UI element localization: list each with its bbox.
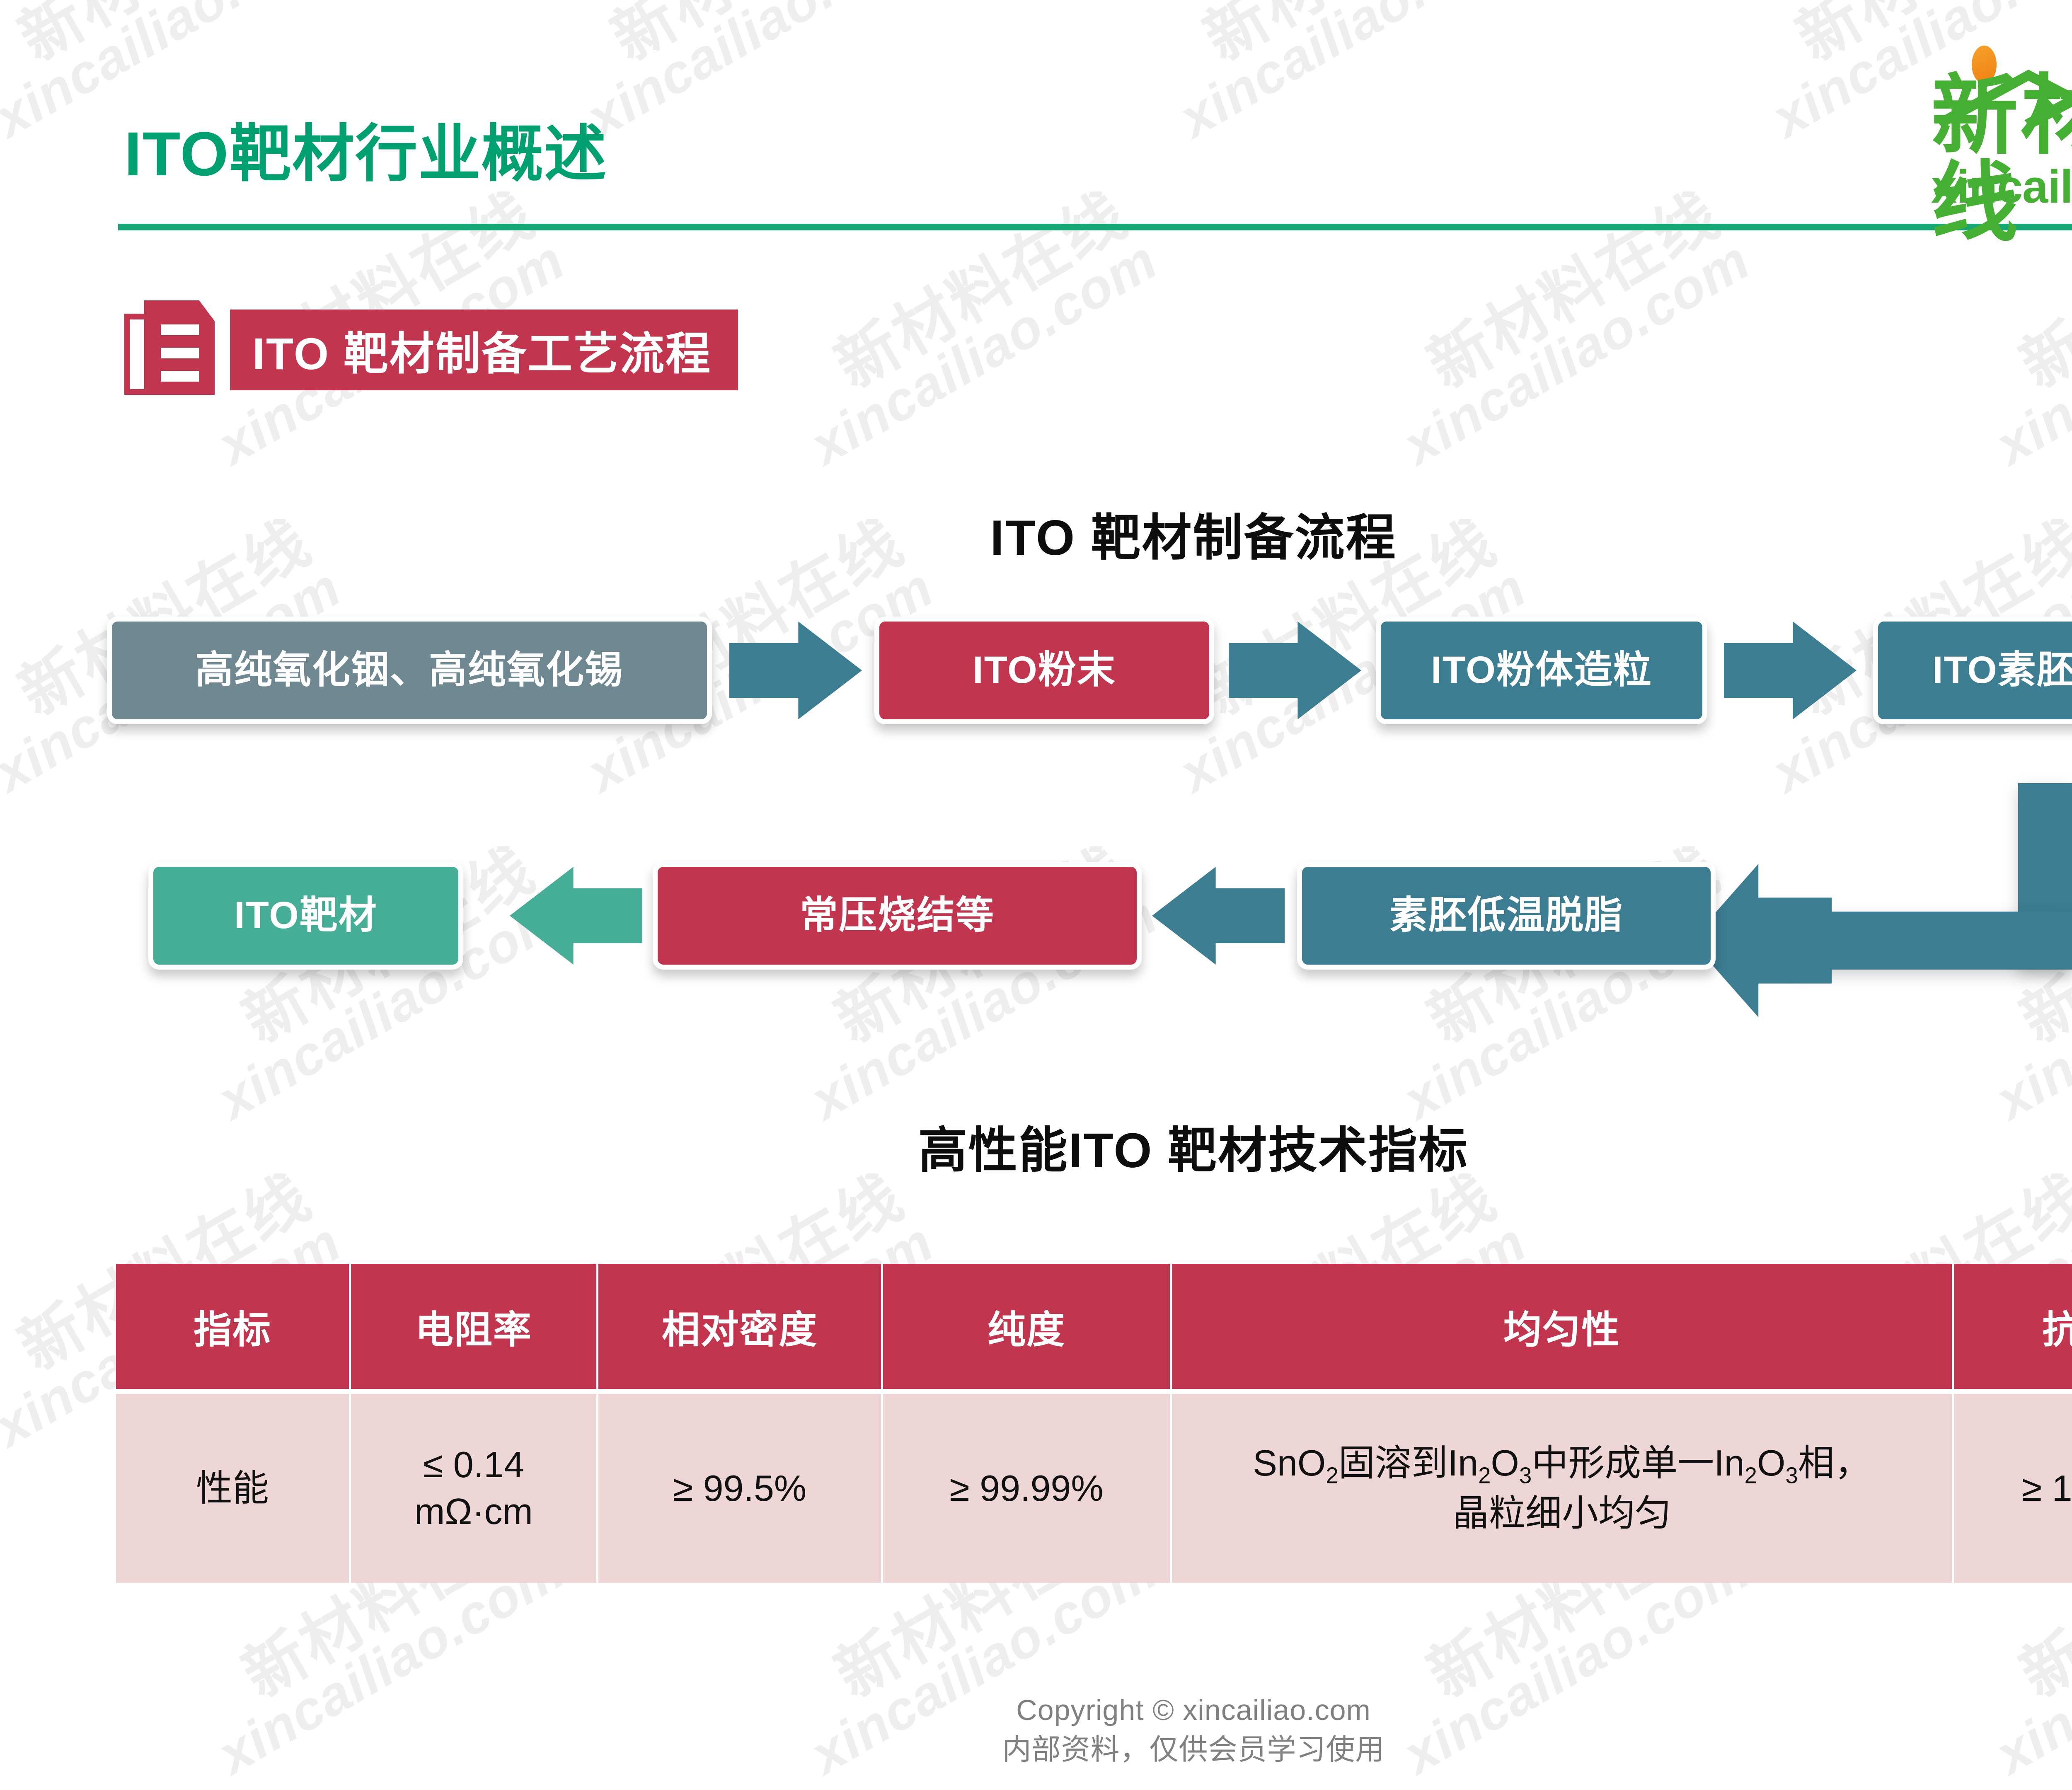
table-header-row: 指标 电阻率 相对密度 纯度 均匀性 抗折强度 <box>116 1264 2072 1391</box>
sub-2a: 2 <box>1326 1463 1339 1488</box>
sub-2c: 2 <box>1744 1463 1757 1488</box>
flow-node-granulation[interactable]: ITO粉体造粒 <box>1376 617 1707 724</box>
flow-connector-horizontal <box>1798 912 2072 970</box>
document-icon <box>124 300 230 396</box>
col-header-flexural-strength: 抗折强度 <box>1953 1264 2072 1391</box>
uniformity-text: O <box>1491 1442 1519 1483</box>
watermark-text-cn: 新材料在线 <box>1416 179 1732 401</box>
tech-spec-table: 指标 电阻率 相对密度 纯度 均匀性 抗折强度 性能 ≤ 0.14 mΩ·cm … <box>116 1264 2072 1583</box>
watermark-text-domain: xincailiao.com <box>800 229 1167 477</box>
cell-uniformity: SnO2固溶到In2O3中形成单一In2O3相， 晶粒细小均匀 <box>1171 1391 1954 1583</box>
footer-notice: 内部资料，仅供会员学习使用 <box>1002 1733 1385 1766</box>
flow-arrow-left-1 <box>510 867 642 965</box>
col-header-uniformity: 均匀性 <box>1171 1264 1954 1391</box>
col-header-indicator: 指标 <box>116 1264 351 1391</box>
col-header-relative-density: 相对密度 <box>597 1264 883 1391</box>
cell-indicator: 性能 <box>116 1391 351 1583</box>
flow-node-raw-materials[interactable]: 高纯氧化铟、高纯氧化锡 <box>107 617 712 724</box>
sub-2b: 2 <box>1478 1463 1491 1488</box>
watermark-text-domain: xincailiao.com <box>1169 0 1536 149</box>
flow-arrow-right-3 <box>1724 622 1857 719</box>
title-underline-rule <box>118 224 2072 230</box>
uniformity-text-line2: 晶粒细小均匀 <box>1452 1492 1671 1534</box>
flow-arrow-right-1 <box>729 622 862 719</box>
table-title: 高性能ITO 靶材技术指标 <box>918 1123 1469 1178</box>
logo-sun-dot-icon <box>1972 46 1997 84</box>
cell-relative-density: ≥ 99.5% <box>597 1391 883 1583</box>
uniformity-text: O <box>1757 1442 1786 1483</box>
watermark-text-cn: 新材料在线 <box>593 0 917 78</box>
watermark-text-domain: xincailiao.com <box>1393 229 1760 477</box>
uniformity-text: SnO <box>1253 1442 1326 1483</box>
logo-name-cn: 新材料在线 <box>1931 67 2072 252</box>
footer-copyright: Copyright © xincailiao.com <box>1016 1694 1371 1726</box>
cell-purity: ≥ 99.99% <box>882 1391 1172 1583</box>
flow-node-ito-target[interactable]: ITO靶材 <box>148 862 463 970</box>
section-badge-label: ITO 靶材制备工艺流程 <box>252 328 712 379</box>
logo-roof-icon <box>1935 70 2072 128</box>
flow-node-ito-powder[interactable]: ITO粉末 <box>874 617 1214 724</box>
watermark-text-cn: 新材料在线 <box>1185 0 1510 78</box>
page-title: ITO靶材行业概述 <box>124 119 608 189</box>
col-header-resistivity: 电阻率 <box>350 1264 598 1391</box>
sub-3a: 3 <box>1519 1463 1532 1488</box>
flow-arrow-right-2 <box>1229 622 1361 719</box>
flow-arrow-left-2 <box>1152 867 1285 965</box>
brand-logo[interactable]: 新材料在线 xincailiao.com <box>1869 8 2072 247</box>
uniformity-text: 中形成单一In <box>1532 1442 1745 1483</box>
section-badge-bar: ITO 靶材制备工艺流程 <box>230 310 738 390</box>
flow-node-green-body-forming[interactable]: ITO素胚成型 <box>1873 617 2072 724</box>
flow-chart-title: ITO 靶材制备流程 <box>990 510 1397 566</box>
watermark-text-cn: 新材料在线 <box>824 179 1139 401</box>
cell-resistivity: ≤ 0.14 mΩ·cm <box>350 1391 598 1583</box>
flow-node-sintering[interactable]: 常压烧结等 <box>653 862 1142 970</box>
uniformity-text: 固溶到In <box>1338 1442 1479 1483</box>
watermark-text-domain: xincailiao.com <box>1985 229 2072 477</box>
table-row: 性能 ≤ 0.14 mΩ·cm ≥ 99.5% ≥ 99.99% SnO2固溶到… <box>116 1391 2072 1583</box>
watermark-text-cn: 新材料在线 <box>0 0 325 78</box>
sub-3b: 3 <box>1785 1463 1798 1488</box>
col-header-purity: 纯度 <box>882 1264 1172 1391</box>
section-badge: ITO 靶材制备工艺流程 <box>124 300 738 396</box>
cell-flexural-strength: ≥ 1200 MPa <box>1953 1391 2072 1583</box>
uniformity-text: 相， <box>1798 1442 1871 1483</box>
footer: Copyright © xincailiao.com 内部资料，仅供会员学习使用 <box>0 1691 2072 1769</box>
flow-node-debinding[interactable]: 素胚低温脱脂 <box>1297 862 1716 970</box>
logo-domain: xincailiao.com <box>1931 161 2072 213</box>
watermark-text-domain: xincailiao.com <box>576 0 944 149</box>
